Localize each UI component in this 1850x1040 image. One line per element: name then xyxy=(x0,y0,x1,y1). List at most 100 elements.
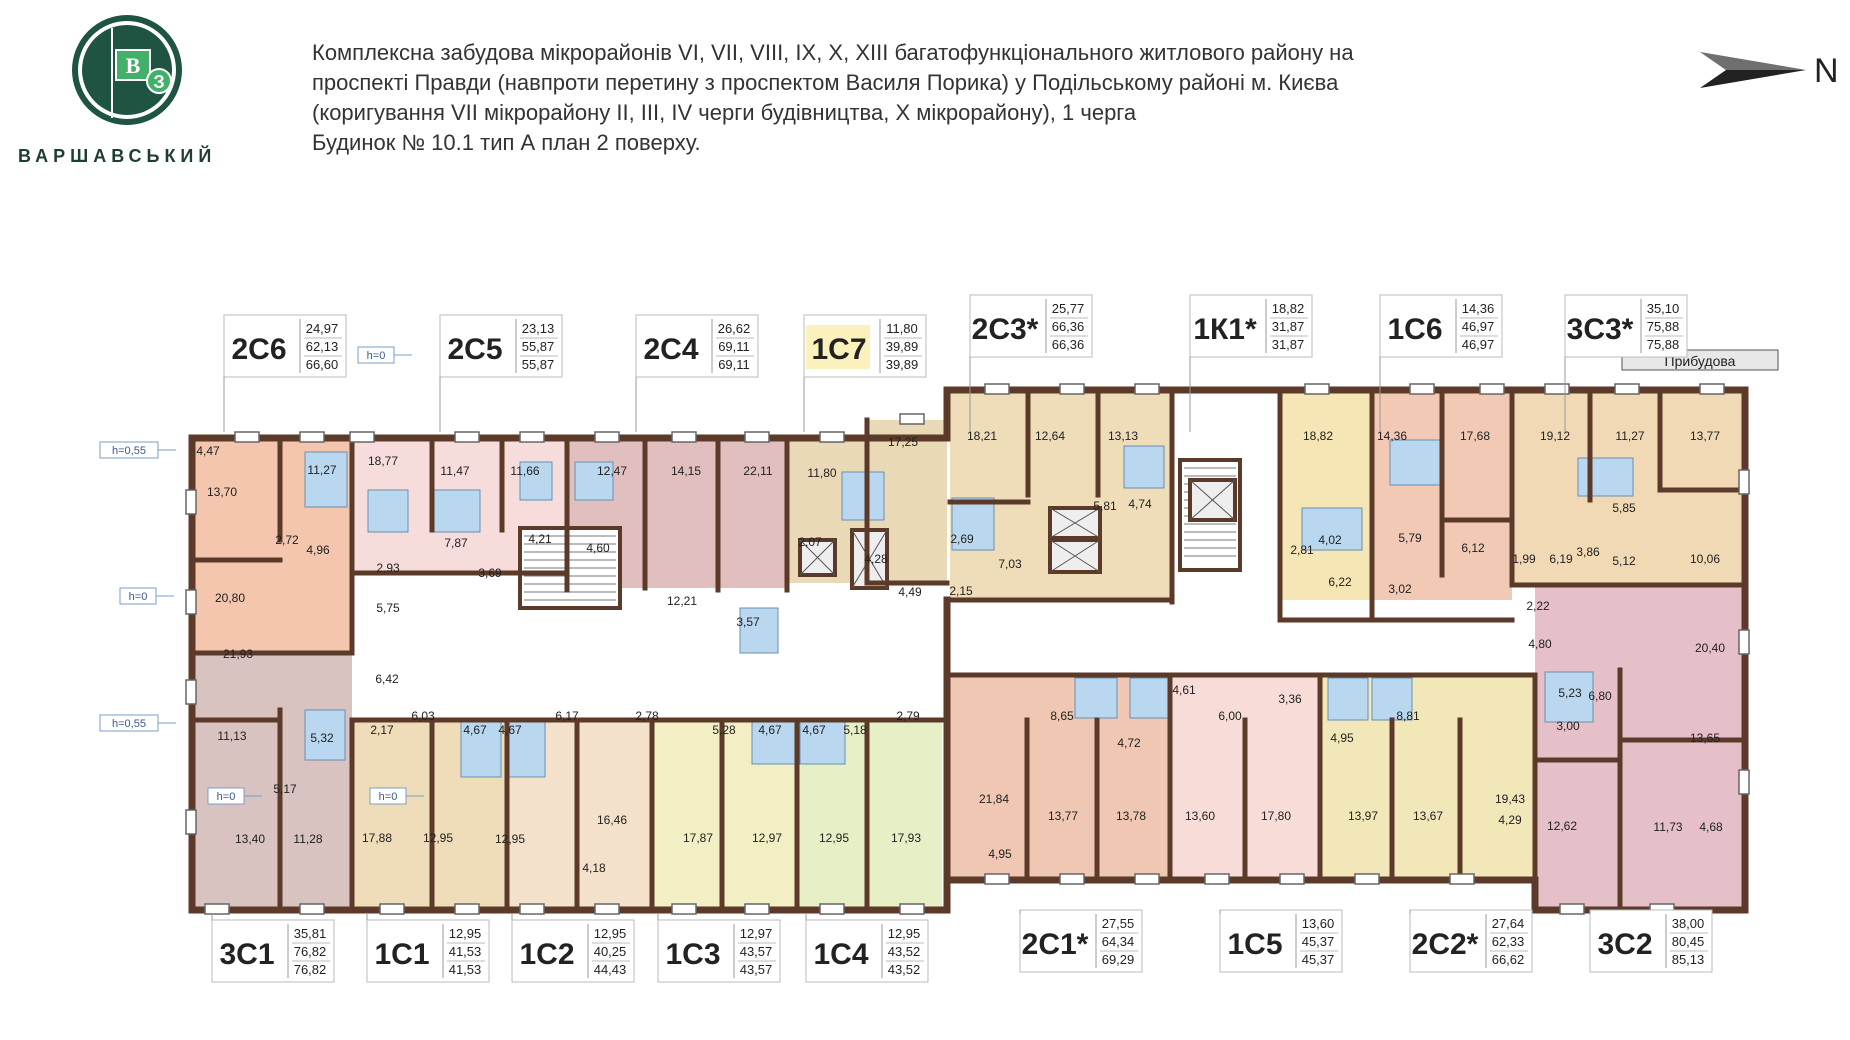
room-area-label: 4,02 xyxy=(1318,533,1342,547)
room-area-label: 5,17 xyxy=(273,782,297,796)
height-label: h=0,55 xyxy=(112,718,146,730)
window xyxy=(1559,903,1585,915)
room-area-label: 5,75 xyxy=(376,601,400,615)
window xyxy=(1279,873,1305,885)
unit-code: 3С2 xyxy=(1597,928,1652,961)
window xyxy=(1134,383,1160,395)
unit-area-value: 18,82 xyxy=(1272,301,1305,316)
unit-area-value: 41,53 xyxy=(449,944,482,959)
room-area-label: 14,15 xyxy=(671,464,701,478)
room-area-label: 3,57 xyxy=(736,615,760,629)
unit-area-value: 35,10 xyxy=(1647,301,1680,316)
room-area-label: 4,67 xyxy=(802,723,826,737)
unit-code: 1С5 xyxy=(1227,928,1282,961)
room-area-label: 2,81 xyxy=(1290,543,1314,557)
unit-code: 1С6 xyxy=(1387,313,1442,346)
room-area-label: 12,64 xyxy=(1035,429,1065,443)
room-area-label: 5,23 xyxy=(1558,686,1582,700)
room-area-label: 2,17 xyxy=(370,723,394,737)
room-area-label: 13,65 xyxy=(1690,731,1720,745)
lift-cross xyxy=(1189,479,1236,521)
room-area-label: 3,00 xyxy=(1556,719,1580,733)
unit-area-value: 31,87 xyxy=(1272,319,1305,334)
logo-letter-b: В xyxy=(126,53,141,78)
room-area-label: 18,82 xyxy=(1303,429,1333,443)
room-area-label: 6,03 xyxy=(411,709,435,723)
room-area-label: 8,81 xyxy=(1396,709,1420,723)
window xyxy=(1614,383,1640,395)
room-areas: 4,4711,2713,702,724,962,9320,805,7518,77… xyxy=(196,429,1725,875)
window xyxy=(185,489,197,515)
room-area-label: 11,28 xyxy=(293,832,322,846)
unit-code: 3С3* xyxy=(1567,313,1634,346)
unit-legend-box xyxy=(969,294,1093,358)
room-area-label: 8,65 xyxy=(1050,709,1074,723)
bathroom xyxy=(751,721,798,765)
bathroom xyxy=(304,709,346,761)
unit-area-value: 27,64 xyxy=(1492,916,1525,931)
room-area-label: 17,87 xyxy=(683,831,713,845)
room-area-label: 4,80 xyxy=(1528,637,1552,651)
room-area-label: 4,74 xyxy=(1128,497,1152,511)
window xyxy=(594,431,620,443)
window xyxy=(519,431,545,443)
north-arrow: N xyxy=(1700,52,1839,90)
unit-area-value: 25,77 xyxy=(1052,301,1085,316)
unit-legend-box xyxy=(439,314,563,378)
room-area-label: 5,32 xyxy=(310,731,334,745)
unit-area-value: 55,87 xyxy=(522,339,555,354)
room-area-label: 11,80 xyxy=(807,466,836,480)
room-area-label: 6,00 xyxy=(1218,709,1242,723)
floor-plan: Прибудова 4,4711,2713,702,724,962,9320,8… xyxy=(99,294,1779,983)
bathrooms xyxy=(304,439,1634,778)
room-area-label: 6,19 xyxy=(1549,552,1573,566)
window xyxy=(1204,873,1230,885)
bathroom xyxy=(1301,507,1363,551)
room-area-label: 11,73 xyxy=(1653,820,1682,834)
unit-area xyxy=(192,653,352,910)
unit-area-value: 66,36 xyxy=(1052,337,1085,352)
unit-area-value: 26,62 xyxy=(718,321,751,336)
unit-area-value: 66,36 xyxy=(1052,319,1085,334)
unit-area-value: 69,11 xyxy=(718,339,750,354)
room-area-label: 12,95 xyxy=(495,832,525,846)
room-area-label: 12,21 xyxy=(667,594,697,608)
unit-area-value: 64,34 xyxy=(1102,934,1135,949)
room-area-label: 4,60 xyxy=(586,541,610,555)
unit-legend-box xyxy=(366,919,490,983)
logo-letter-z: З xyxy=(153,72,164,92)
unit-legend-box xyxy=(1564,294,1688,358)
north-arrow-icon xyxy=(1700,52,1806,88)
unit-legend-box xyxy=(1589,909,1713,973)
room-area-label: 4,68 xyxy=(1699,820,1723,834)
window xyxy=(899,903,925,915)
unit-legend-box xyxy=(511,919,635,983)
unit-area-value: 43,57 xyxy=(740,944,773,959)
plan-header: Комплексна забудова мікрорайонів VI, VII… xyxy=(312,38,1632,158)
room-area-label: 11,27 xyxy=(307,463,336,477)
room-area-label: 5,18 xyxy=(843,723,867,737)
room-area-label: 4,96 xyxy=(306,543,330,557)
unit-area-value: 12,97 xyxy=(740,926,773,941)
window xyxy=(234,431,260,443)
bathroom xyxy=(739,607,779,654)
unit-area-value: 46,97 xyxy=(1462,319,1495,334)
room-area-label: 4,67 xyxy=(498,723,522,737)
unit-code: 2С1* xyxy=(1022,928,1089,961)
unit-code: 1С3 xyxy=(665,938,720,971)
unit-area-value: 69,11 xyxy=(718,357,750,372)
room-area-label: 4,47 xyxy=(196,444,220,458)
window xyxy=(299,431,325,443)
room-area-label: 2,69 xyxy=(950,532,974,546)
unit-legend-box xyxy=(805,919,929,983)
room-area-label: 2,79 xyxy=(896,709,920,723)
unit-legend-box xyxy=(1189,294,1313,358)
unit-area-value: 43,52 xyxy=(888,944,921,959)
window xyxy=(1479,383,1505,395)
room-area-label: 11,27 xyxy=(1615,429,1644,443)
room-area-label: 1,99 xyxy=(1512,552,1536,566)
window xyxy=(671,903,697,915)
room-area-label: 13,77 xyxy=(1690,429,1720,443)
room-area-label: 19,43 xyxy=(1495,792,1525,806)
